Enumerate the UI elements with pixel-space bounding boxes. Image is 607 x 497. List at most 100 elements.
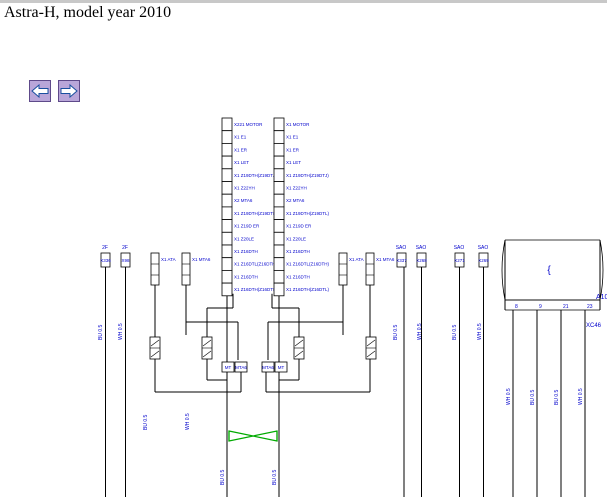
small-connector-label: X268 bbox=[416, 258, 427, 263]
small-connector-label: X1 ATA bbox=[161, 257, 176, 262]
stack-pin-label: X1 Z16DTH bbox=[234, 274, 258, 279]
wire-color-label: BU 0.5 bbox=[220, 469, 226, 485]
control-unit-connector: XC46 bbox=[586, 323, 602, 329]
wire-color-label: WH 0.5 bbox=[185, 413, 191, 430]
splice-mt-right: MT bbox=[274, 361, 288, 373]
stack-pin-label: X1 Z22YH bbox=[286, 186, 307, 191]
wire-color-label: BU 0.5 bbox=[452, 324, 458, 340]
stack-pin-label: X1 Z20LE bbox=[286, 236, 306, 241]
top-border bbox=[0, 0, 607, 3]
relay-right-outer bbox=[365, 336, 377, 360]
relay-left-outer bbox=[149, 336, 161, 360]
stack-pin-label: X1 Z19DTH(Z19DTL) bbox=[234, 211, 278, 216]
stack-pin-label: X1 E1 bbox=[286, 135, 299, 140]
stack-pin bbox=[221, 219, 233, 233]
small-connector-label: X271 bbox=[454, 258, 465, 263]
splice-mt-left: MT bbox=[221, 361, 235, 373]
stack-pin-label: X1 Z16DTL(Z16DTH) bbox=[234, 262, 278, 267]
small-connector: X1 ATA bbox=[338, 252, 364, 286]
forward-button[interactable] bbox=[58, 80, 80, 102]
control-unit-pin: 9 bbox=[539, 304, 542, 310]
small-connector-label: X1 MTA6 bbox=[192, 257, 211, 262]
wire-color-label: BU 0.5 bbox=[393, 324, 399, 340]
relay-contact bbox=[202, 339, 212, 347]
wire-color-label: WH 0.5 bbox=[506, 388, 512, 405]
small-connector-top: SAO bbox=[454, 245, 465, 251]
stack-pin-label: X1 Z16DTL(Z16DTH) bbox=[286, 262, 330, 267]
stack-pin-label: X1 Z19DTH(Z19DTL) bbox=[286, 211, 330, 216]
control-unit-outline bbox=[501, 239, 604, 301]
stack-pin-label: X1 Z19D ER bbox=[286, 224, 312, 229]
relay-contact bbox=[150, 350, 160, 358]
small-connector-top: SAO bbox=[396, 245, 407, 251]
small-connector-label: X336 bbox=[100, 258, 111, 263]
control-unit-pin: 8 bbox=[515, 304, 518, 310]
stack-pin-label: X1 LET bbox=[234, 160, 249, 165]
stack-pin-label: X1 MOTOR bbox=[286, 122, 310, 127]
relay-contact bbox=[366, 339, 376, 347]
stack-pin-label: X1 Z16DTH bbox=[286, 274, 310, 279]
control-unit-pin: 23 bbox=[587, 304, 593, 310]
wire-color-label: WH 0.5 bbox=[417, 323, 423, 340]
relay-left-inner bbox=[201, 336, 213, 360]
small-connector-box bbox=[150, 252, 160, 286]
stack-pin bbox=[273, 130, 285, 144]
stack-pin bbox=[273, 257, 285, 271]
stack-pin bbox=[221, 117, 233, 132]
stack-pin-label: X1 Z16DTH(Z16DTL) bbox=[234, 287, 278, 292]
stack-pin-label: X1 Z16DTH bbox=[234, 249, 258, 254]
small-connector: X1 ATA bbox=[150, 252, 176, 286]
arrow-right-icon bbox=[60, 84, 78, 98]
stack-pin bbox=[273, 206, 285, 220]
small-connector-box bbox=[181, 252, 191, 286]
splice-box bbox=[261, 361, 275, 373]
back-button[interactable] bbox=[29, 80, 51, 102]
twisted-pair-marker bbox=[228, 430, 278, 442]
stack-pin bbox=[273, 117, 285, 132]
stack-pin-label: X221 MOTOR bbox=[234, 122, 263, 127]
stack-pin-label: X1 E1 bbox=[234, 135, 247, 140]
wire-color-label: BU 0.5 bbox=[554, 389, 560, 405]
stack-pin bbox=[221, 142, 233, 157]
stack-pin bbox=[221, 193, 233, 208]
splice-mta6-right: MTA6 bbox=[261, 361, 275, 373]
small-connector-box bbox=[365, 252, 375, 286]
stack-pin bbox=[273, 155, 285, 170]
stack-pin-label: X1 ER bbox=[234, 147, 248, 152]
small-connector-top: 2F bbox=[122, 245, 128, 251]
wire-color-label: BU 0.5 bbox=[143, 414, 149, 430]
splice-label: MTA6 bbox=[262, 365, 274, 370]
stack-pin bbox=[221, 282, 233, 297]
control-unit-symbol: { bbox=[547, 265, 551, 276]
small-connector: SAO X271 bbox=[454, 245, 465, 268]
splice-mta6-left: MTA6 bbox=[234, 361, 248, 373]
wire-color-label: WH 0.5 bbox=[118, 323, 124, 340]
small-connector-label: X269 bbox=[478, 258, 489, 263]
control-unit-pin: 21 bbox=[563, 304, 569, 310]
small-connector: X1 MTA6 bbox=[181, 252, 211, 286]
small-connector-label: X1 MTA6 bbox=[376, 257, 395, 262]
stack-pin bbox=[273, 219, 285, 233]
stack-pin-label: X2 MTA6 bbox=[234, 198, 253, 203]
stack-pin bbox=[221, 244, 233, 259]
left-connector-stack: X221 MOTOR X1 E1 X1 ER X1 LET X1 Z19DTH(Z19D… bbox=[221, 117, 278, 297]
stack-pin bbox=[273, 168, 285, 182]
wire-color-label: BU 0.5 bbox=[272, 469, 278, 485]
small-connector-label: X1 ATA bbox=[349, 257, 364, 262]
stack-pin-label: X1 ER bbox=[286, 147, 300, 152]
stack-pin bbox=[221, 155, 233, 170]
splice-label: MT bbox=[278, 365, 285, 370]
small-connector: SAO X268 bbox=[416, 245, 427, 268]
stack-pin-label: X1 LET bbox=[286, 160, 301, 165]
relay-contact bbox=[366, 350, 376, 358]
small-connector-top: SAO bbox=[416, 245, 427, 251]
page-title: Astra-H, model year 2010 bbox=[4, 4, 172, 21]
wire-color-label: BU 0.5 bbox=[98, 324, 104, 340]
wire-color-label: BU 0.5 bbox=[530, 389, 536, 405]
arrow-left-icon bbox=[31, 84, 49, 98]
